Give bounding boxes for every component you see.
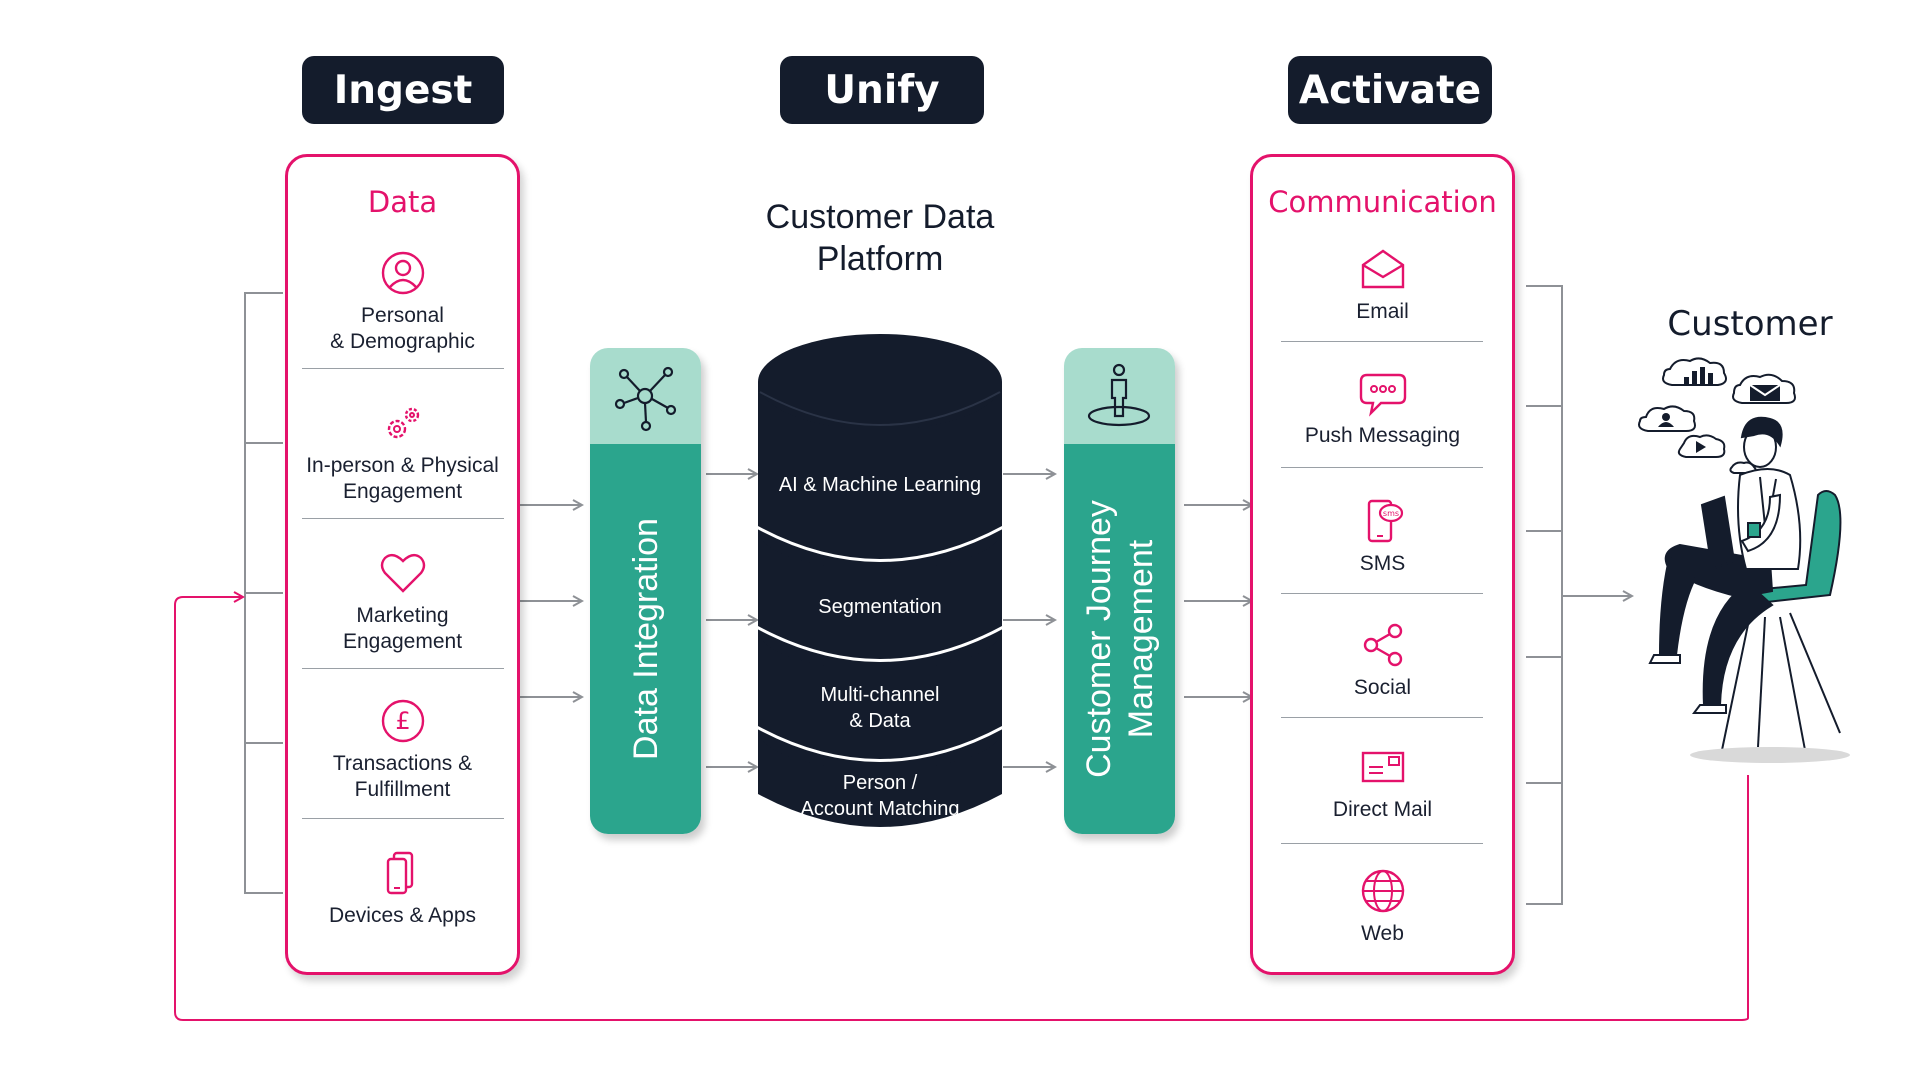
svg-text:sms: sms	[1382, 509, 1398, 518]
envelope-icon	[1749, 384, 1781, 401]
comm-item-email: Email	[1253, 243, 1512, 325]
person	[1648, 416, 1802, 714]
cdp-segment-segmentation: Segmentation	[818, 596, 942, 618]
comm-item-label: Web	[1361, 922, 1404, 945]
network-icon	[614, 366, 677, 432]
customer-journey-column: Customer Journey Management	[1064, 348, 1175, 834]
communication-panel-title: Communication	[1268, 185, 1497, 219]
data-item-transactions: £ Transactions & Fulfillment	[288, 695, 517, 803]
divider	[1281, 593, 1483, 594]
mail-card-icon	[1361, 751, 1404, 783]
heart-icon	[380, 553, 425, 593]
svg-text:£: £	[395, 707, 410, 735]
comm-item-social: Social	[1253, 619, 1512, 701]
globe-icon	[1361, 869, 1404, 913]
communication-bracket	[1526, 285, 1563, 905]
email-icon	[1361, 249, 1404, 289]
comm-item-label: Social	[1353, 676, 1412, 699]
customer-illustration	[1638, 357, 1850, 763]
cdp-title: Customer Data Platform	[765, 198, 995, 278]
comm-item-label: Direct Mail	[1332, 798, 1433, 821]
comm-item-sms: sms SMS	[1253, 495, 1512, 577]
cdp-segment-ai: AI & Machine Learning	[778, 474, 982, 496]
devices-icon	[386, 851, 413, 895]
stage-activate: Activate	[1288, 56, 1492, 124]
cdp-database	[756, 334, 1004, 827]
data-item-label: Personal & Demographic	[330, 304, 475, 353]
divider	[1281, 467, 1483, 468]
data-panel: Data Personal & Demographic In-person & …	[285, 154, 520, 975]
communication-panel: Communication Email Push Messaging sms S…	[1250, 154, 1515, 975]
data-item-devices: Devices & Apps	[288, 847, 517, 929]
feedback-loop	[174, 597, 1749, 1021]
divider	[302, 368, 504, 369]
data-item-label: Marketing Engagement	[342, 604, 463, 653]
comm-item-label: Email	[1356, 300, 1409, 323]
data-bracket	[244, 292, 283, 894]
sms-phone-icon: sms	[1367, 499, 1403, 543]
integration-label: Data Integration	[627, 518, 665, 760]
journey-label: Customer Journey Management	[1080, 500, 1160, 778]
customer-title: Customer	[1667, 304, 1833, 344]
comm-item-label: Push Messaging	[1304, 424, 1461, 447]
gears-icon	[387, 407, 419, 439]
chair	[1721, 612, 1841, 751]
divider	[1281, 341, 1483, 342]
data-item-personal: Personal & Demographic	[288, 247, 517, 355]
data-item-engagement: In-person & Physical Engagement	[288, 397, 517, 505]
data-item-label: In-person & Physical Engagement	[306, 454, 499, 503]
comm-item-web: Web	[1253, 865, 1512, 947]
divider	[302, 518, 504, 519]
divider	[302, 818, 504, 819]
chat-bubble-icon	[1359, 373, 1406, 417]
share-icon	[1363, 623, 1402, 667]
stage-ingest: Ingest	[302, 56, 504, 124]
person-on-platform-icon	[1087, 363, 1151, 427]
journey-body: Customer Journey Management	[1064, 444, 1175, 834]
bar-chart-icon	[1684, 367, 1713, 385]
data-item-label: Devices & Apps	[328, 904, 477, 927]
journey-header	[1064, 348, 1175, 444]
data-item-label: Transactions & Fulfillment	[332, 752, 473, 801]
divider	[1281, 843, 1483, 844]
data-item-marketing: Marketing Engagement	[288, 547, 517, 655]
stage-unify: Unify	[780, 56, 984, 124]
data-integration-column: Data Integration	[590, 348, 701, 834]
divider	[1281, 717, 1483, 718]
shadow	[1690, 747, 1850, 763]
divider	[302, 668, 504, 669]
integration-body: Data Integration	[590, 444, 701, 834]
integration-header	[590, 348, 701, 444]
cdp-segment-matching: Person / Account Matching	[800, 772, 960, 820]
pound-icon: £	[381, 699, 424, 743]
user-icon	[1658, 413, 1674, 427]
comm-item-label: SMS	[1359, 552, 1406, 575]
play-icon	[1690, 441, 1710, 453]
cdp-segment-multichannel: Multi-channel & Data	[820, 684, 940, 732]
person-icon	[381, 251, 424, 295]
chair-seat	[1738, 490, 1842, 607]
comm-item-push: Push Messaging	[1253, 367, 1512, 449]
comm-item-direct-mail: Direct Mail	[1253, 741, 1512, 823]
data-panel-title: Data	[367, 185, 438, 219]
